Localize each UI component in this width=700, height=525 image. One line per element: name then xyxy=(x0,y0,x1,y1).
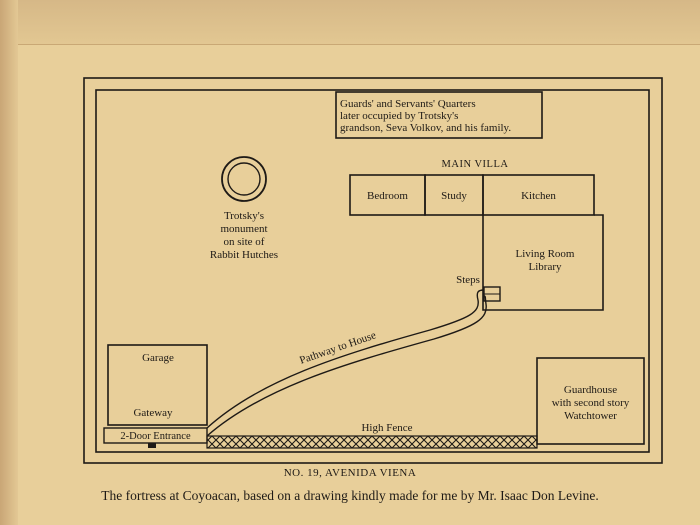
gateway-label: Gateway xyxy=(133,407,173,419)
entrance-label: 2-Door Entrance xyxy=(120,431,191,442)
main-villa-title: MAIN VILLA xyxy=(441,159,509,170)
garage-label: Garage xyxy=(142,352,174,364)
living-room-line-1: Living Room xyxy=(515,248,575,260)
outer-frame xyxy=(83,77,663,464)
monument-line-3: on site of xyxy=(223,236,265,248)
guards-quarters-box xyxy=(335,91,543,139)
living-room-line-2: Library xyxy=(528,261,562,273)
garage-box xyxy=(107,344,208,426)
guardhouse-box xyxy=(536,357,645,445)
monument-circle xyxy=(221,156,267,202)
book-top-edge xyxy=(0,0,700,45)
guardhouse-line-3: Watchtower xyxy=(564,410,617,422)
pathway xyxy=(206,289,485,429)
guards-line-2: later occupied by Trotsky's xyxy=(340,110,459,122)
kitchen-label: Kitchen xyxy=(521,190,556,202)
figure-caption: The fortress at Coyoacan, based on a dra… xyxy=(101,488,599,503)
steps-label: Steps xyxy=(456,274,480,286)
bedroom-label: Bedroom xyxy=(367,190,408,202)
compound-wall xyxy=(95,89,650,453)
high-fence-label: High Fence xyxy=(361,422,413,434)
monument-label: Trotsky's monument on site of Rabbit Hut… xyxy=(184,210,304,262)
guardhouse-line-1: Guardhouse xyxy=(563,384,618,396)
guards-quarters-label: Guards' and Servants' Quarters later occ… xyxy=(340,98,540,134)
living-room-label: Living Room Library xyxy=(500,248,590,274)
monument-line-2: monument xyxy=(220,223,268,235)
guardhouse-label: Guardhouse with second story Watchtower xyxy=(537,384,644,423)
high-fence xyxy=(206,435,538,449)
guards-line-3: grandson, Seva Volkov, and his family. xyxy=(340,122,512,134)
street-address: NO. 19, AVENIDA VIENA xyxy=(283,467,417,479)
guardhouse-line-2: with second story xyxy=(551,397,630,409)
kitchen-box xyxy=(482,174,595,216)
book-gutter xyxy=(0,0,18,525)
living-room-box xyxy=(482,214,604,311)
monument-line-4: Rabbit Hutches xyxy=(209,249,279,261)
study-label: Study xyxy=(441,190,467,202)
guards-line-1: Guards' and Servants' Quarters xyxy=(340,98,476,110)
monument-line-1: Trotsky's xyxy=(223,210,265,222)
